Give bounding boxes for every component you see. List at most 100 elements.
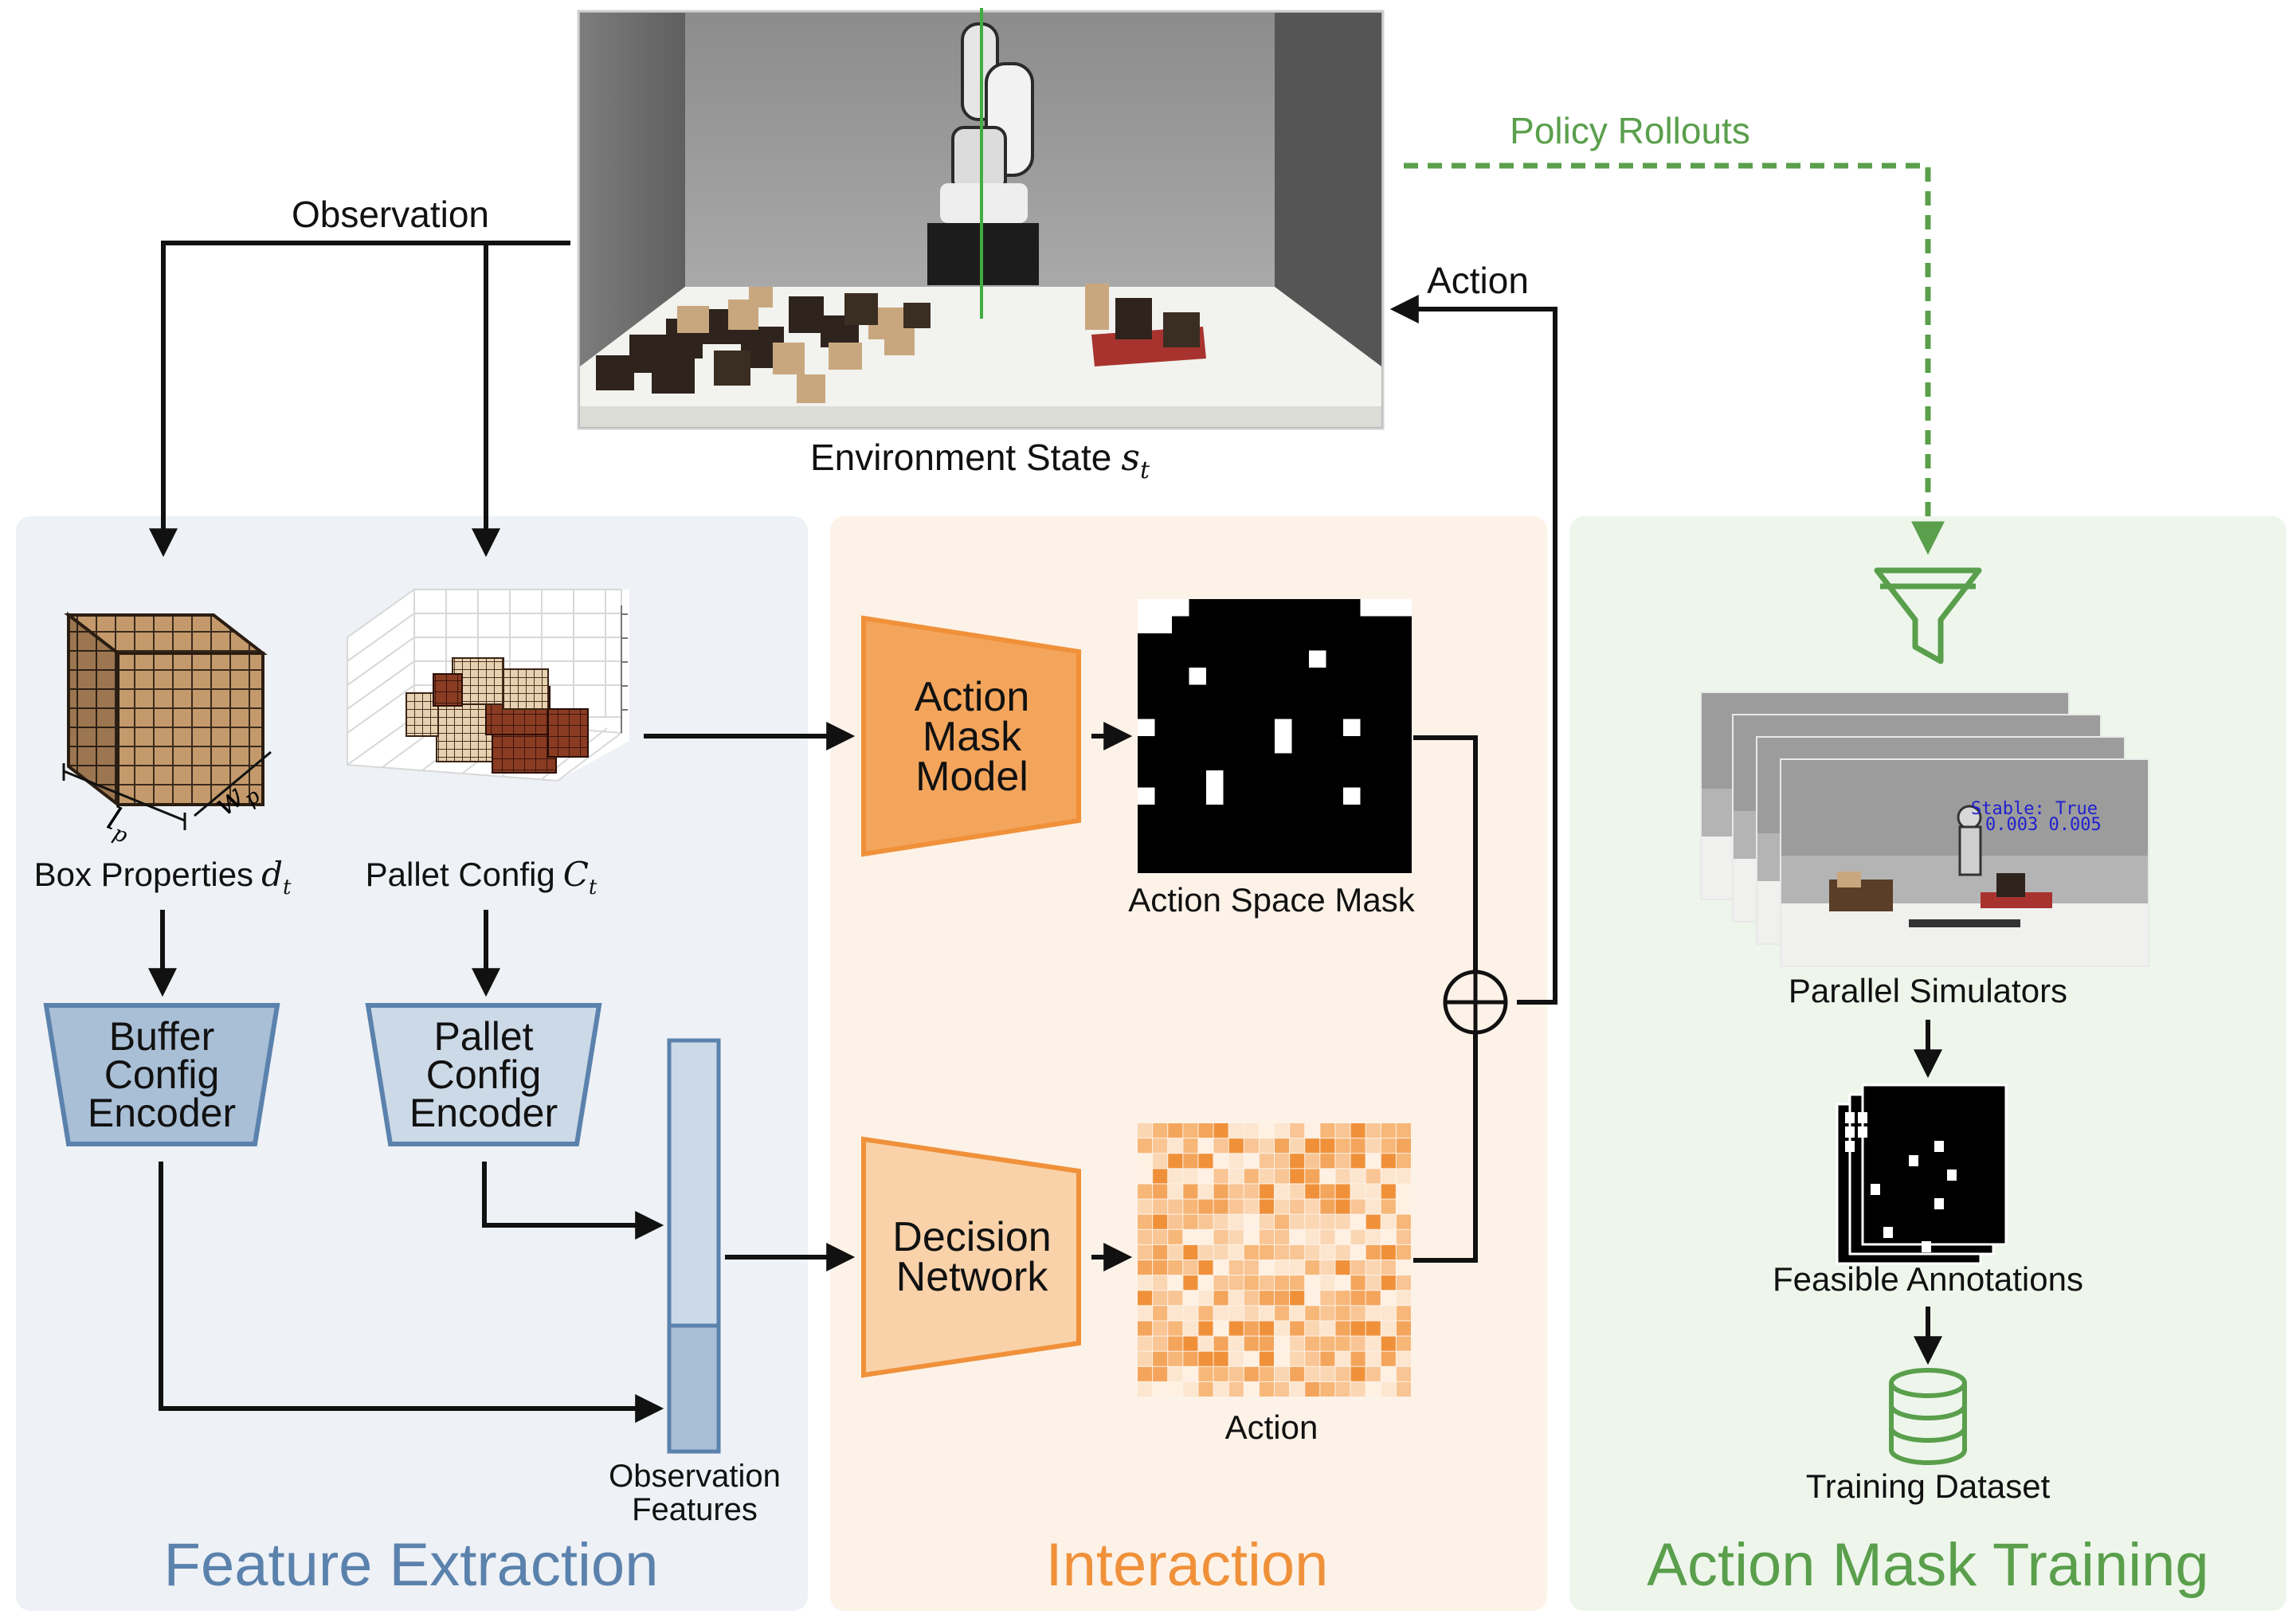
action-cell: [1350, 1306, 1365, 1321]
action-cell: [1365, 1214, 1381, 1229]
action-cell: [1213, 1214, 1228, 1229]
action-cell: [1365, 1366, 1381, 1381]
action-cell: [1153, 1291, 1168, 1306]
action-cell: [1138, 1229, 1153, 1244]
decision-network: [861, 1136, 1081, 1378]
action-cell: [1213, 1154, 1228, 1169]
action-cell: [1275, 1214, 1290, 1229]
action-cell: [1335, 1184, 1350, 1199]
action-cell: [1213, 1123, 1228, 1138]
action-cell: [1305, 1351, 1320, 1366]
action-cell: [1183, 1336, 1198, 1351]
feasible-annotations-stack: [1836, 1083, 2008, 1265]
mask-cell: [1275, 736, 1292, 754]
action-top-label: Action: [1427, 260, 1529, 301]
action-cell: [1365, 1184, 1381, 1199]
action-cell: [1396, 1169, 1411, 1184]
action-cell: [1153, 1214, 1168, 1229]
parallel-simulators-label: Parallel Simulators: [1789, 972, 2067, 1009]
action-cell: [1396, 1381, 1411, 1397]
parallel-simulators-image: Stable: True 0.003 0.005: [1700, 692, 2149, 967]
action-cell: [1153, 1381, 1168, 1397]
buffer-encoder-text-3: Encoder: [88, 1091, 236, 1135]
observation-features-bar: [667, 1038, 721, 1454]
action-cell: [1138, 1154, 1153, 1169]
action-cell: [1320, 1336, 1335, 1351]
pallet-config-encoder: [365, 1003, 602, 1146]
mask-to-combine-line: [1413, 735, 1478, 974]
action-cell: [1198, 1321, 1213, 1336]
mask-cell: [1172, 599, 1189, 617]
action-cell: [1138, 1169, 1153, 1184]
action-cell: [1244, 1138, 1259, 1154]
action-cell: [1259, 1306, 1274, 1321]
buffer-encoder-text-1: Buffer: [109, 1014, 215, 1059]
action-cell: [1350, 1351, 1365, 1366]
action-cell: [1244, 1214, 1259, 1229]
action-cell: [1290, 1199, 1305, 1214]
action-cell: [1335, 1199, 1350, 1214]
mask-cell: [1377, 599, 1395, 617]
action-cell: [1213, 1244, 1228, 1260]
action-cell: [1168, 1184, 1183, 1199]
action-cell: [1259, 1199, 1274, 1214]
action-cell: [1138, 1214, 1153, 1229]
action-cell: [1275, 1291, 1290, 1306]
action-cell: [1228, 1154, 1244, 1169]
action-cell: [1350, 1381, 1365, 1397]
action-cell: [1138, 1366, 1153, 1381]
annotation-cell: [1883, 1227, 1893, 1238]
action-cell: [1290, 1306, 1305, 1321]
action-cell: [1153, 1199, 1168, 1214]
action-cell: [1213, 1229, 1228, 1244]
action-cell: [1168, 1306, 1183, 1321]
action-cell: [1365, 1351, 1381, 1366]
action-cell: [1138, 1123, 1153, 1138]
action-cell: [1198, 1351, 1213, 1366]
action-cell: [1259, 1336, 1274, 1351]
action-cell: [1183, 1366, 1198, 1381]
action-cell: [1320, 1321, 1335, 1336]
action-cell: [1153, 1366, 1168, 1381]
action-cell: [1381, 1321, 1396, 1336]
action-cell: [1335, 1229, 1350, 1244]
action-cell: [1259, 1351, 1274, 1366]
action-cell: [1335, 1366, 1350, 1381]
action-cell: [1198, 1123, 1213, 1138]
action-cell: [1213, 1306, 1228, 1321]
action-cell: [1320, 1366, 1335, 1381]
annotation-cell: [1909, 1155, 1918, 1166]
pallet-encoder-text-3: Encoder: [409, 1091, 558, 1135]
mask-cell: [1309, 650, 1326, 668]
action-cell: [1213, 1260, 1228, 1275]
action-mask-model: [861, 615, 1081, 857]
action-cell: [1381, 1123, 1396, 1138]
action-cell: [1335, 1351, 1350, 1366]
action-cell: [1153, 1244, 1168, 1260]
action-cell: [1275, 1154, 1290, 1169]
action-cell: [1259, 1275, 1274, 1291]
action-cell: [1396, 1306, 1411, 1321]
action-cell: [1153, 1154, 1168, 1169]
buffer-encoder-text-2: Config: [104, 1052, 220, 1097]
annotation-cell: [1934, 1198, 1944, 1209]
action-cell: [1259, 1138, 1274, 1154]
action-cell: [1381, 1291, 1396, 1306]
action-cell: [1396, 1336, 1411, 1351]
action-cell: [1320, 1154, 1335, 1169]
sim-overlay-text-2: 0.003 0.005: [1985, 815, 2102, 835]
annotation-cell: [1858, 1112, 1867, 1123]
action-cell: [1153, 1169, 1168, 1184]
action-cell: [1335, 1275, 1350, 1291]
action-cell: [1275, 1260, 1290, 1275]
action-cell: [1183, 1321, 1198, 1336]
action-cell: [1259, 1169, 1274, 1184]
action-cell: [1213, 1184, 1228, 1199]
action-cell: [1259, 1214, 1274, 1229]
action-cell: [1396, 1123, 1411, 1138]
action-cell: [1228, 1260, 1244, 1275]
action-cell: [1183, 1138, 1198, 1154]
action-cell: [1275, 1123, 1290, 1138]
action-cell: [1365, 1321, 1381, 1336]
